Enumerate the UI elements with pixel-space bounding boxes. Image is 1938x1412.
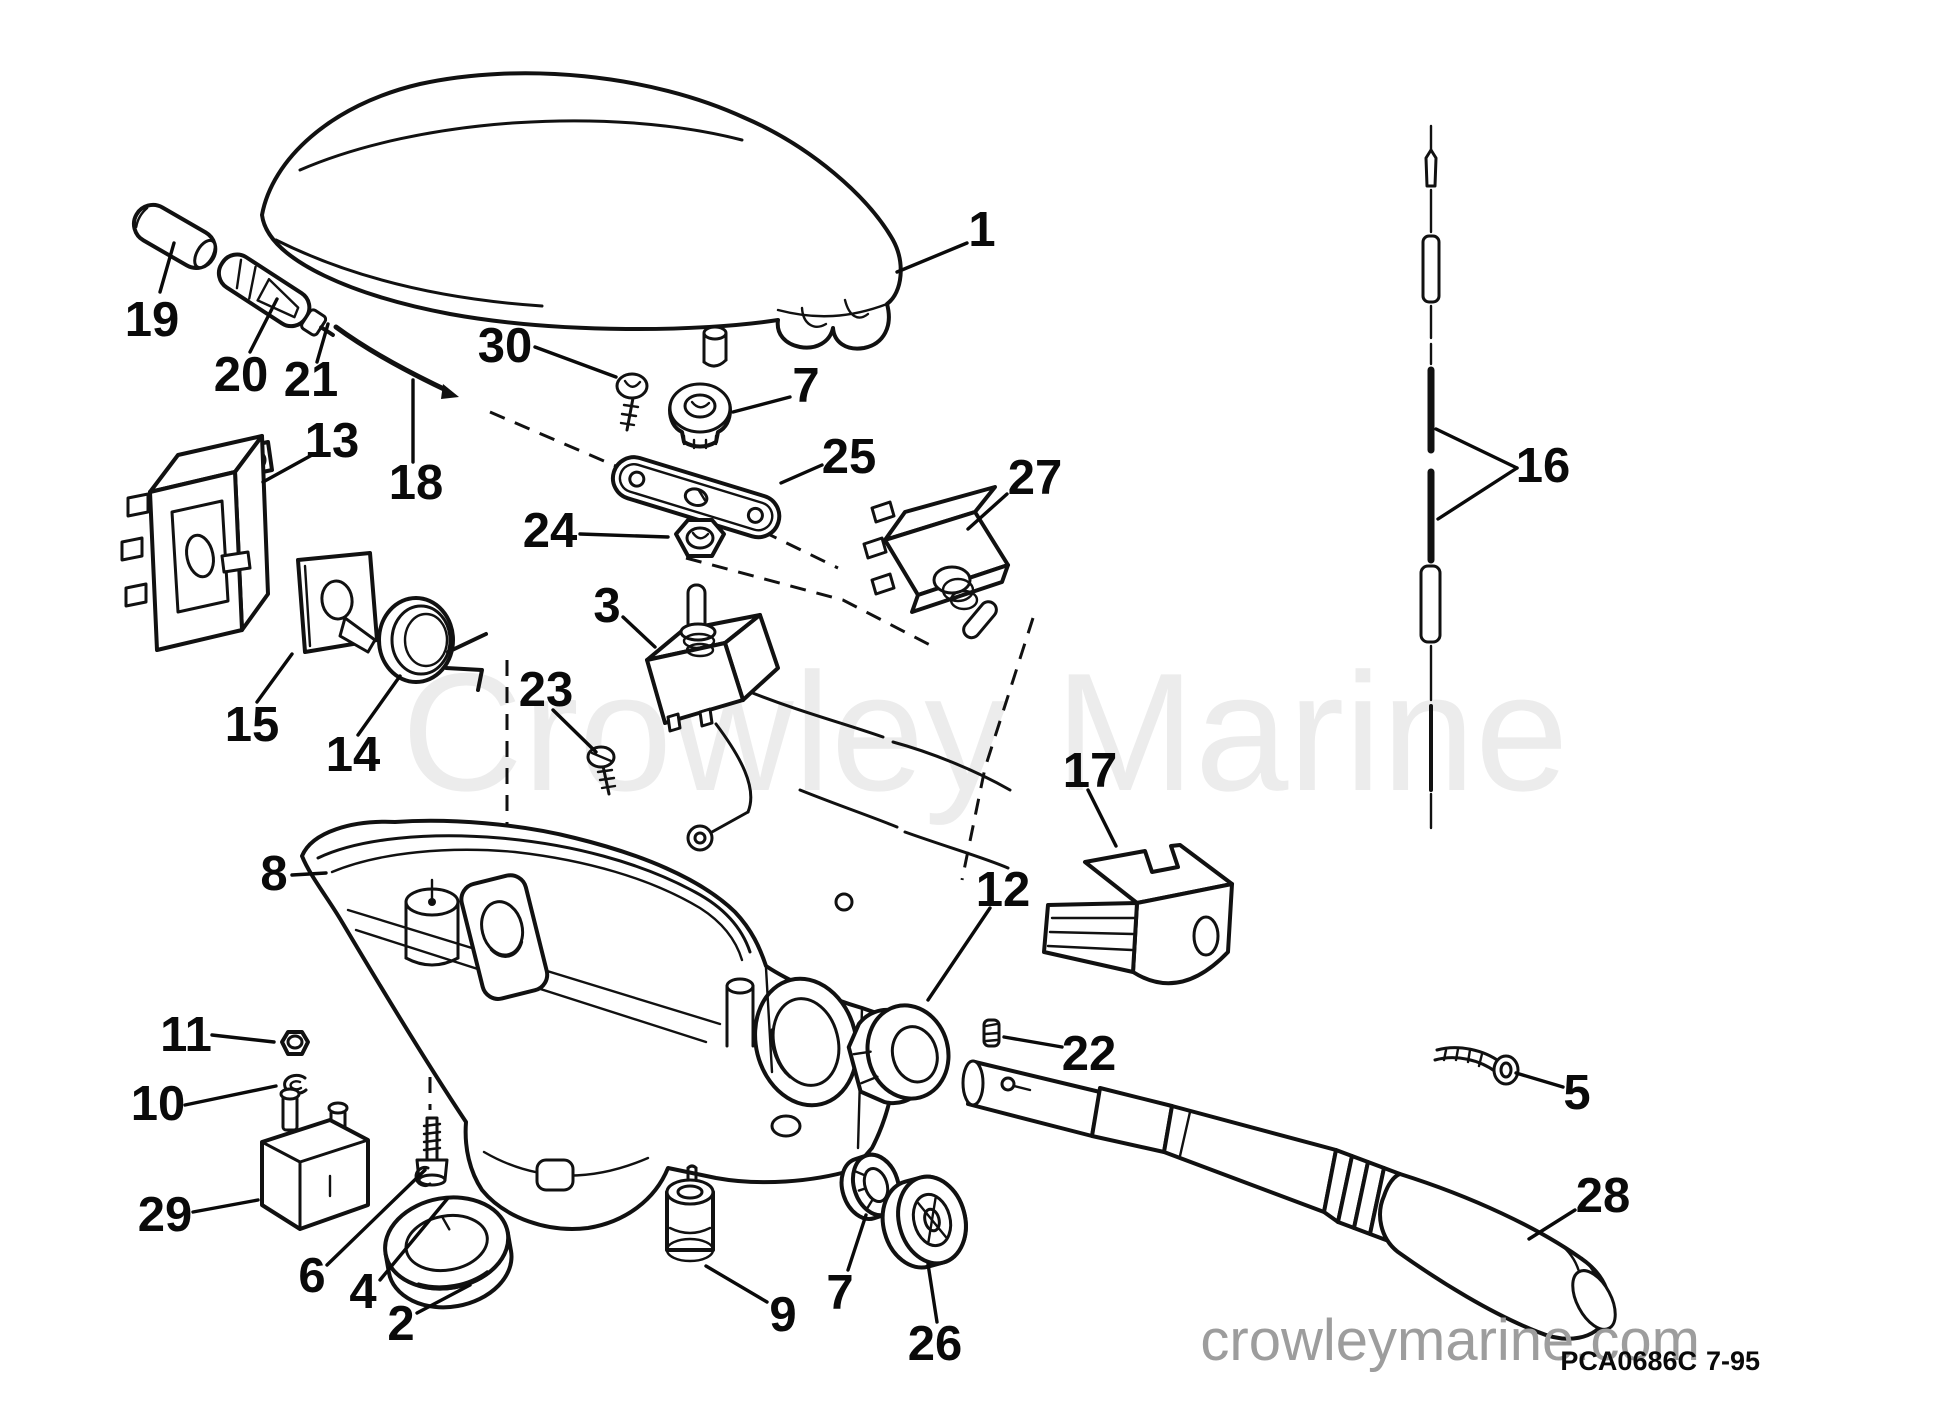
callout-15-leader [255,652,294,704]
part-9-bushing-drawing [665,1164,715,1263]
part-7-bottom-bearing-drawing [839,1152,902,1221]
callout-5-leader [1514,1071,1565,1089]
part-16-cable-drawing [1419,124,1442,830]
part-27-switch-drawing [862,485,1010,640]
callout-5-label: 5 [1563,1066,1590,1120]
callout-30-label: 30 [478,319,533,373]
callout-18-label: 18 [389,456,444,510]
part-13-breaker-drawing [120,434,274,652]
part-25-plate-drawing [610,455,782,540]
callout-7-bottom-label: 7 [826,1266,853,1320]
part-11-nut-drawing [280,1030,310,1056]
doc-code-text: PCA0686C [1560,1346,1697,1376]
callout-11-leader [210,1033,276,1044]
callout-24-leader [578,532,670,539]
part-29-block-drawing [260,1087,370,1231]
watermark-center-text: Crowley Marine [402,638,1569,826]
callout-8-label: 8 [260,847,287,901]
callout-10-label: 10 [131,1077,186,1131]
callout-26-label: 26 [908,1317,963,1371]
callout-13-leader [261,453,314,484]
callout-22-leader [1002,1035,1064,1049]
callout-23-leader [551,708,598,754]
part-20-21-tool-drawing [216,252,335,337]
callout-7-bottom-leader [846,1213,868,1272]
callout-2-leader [415,1283,472,1315]
callout-6-label: 6 [298,1249,325,1303]
callout-29-label: 29 [138,1188,193,1242]
callout-20-label: 20 [214,348,269,402]
callout-4-label: 4 [349,1265,376,1319]
callout-28-label: 28 [1576,1169,1631,1223]
part-5-cable-tie-drawing [1433,1046,1520,1086]
housing-center-lug-icon [459,873,550,1001]
callout-11-label: 11 [160,1008,212,1062]
part-28-shaft-drawing [961,1059,1617,1341]
callout-21-leader [315,322,330,364]
part-8-housing-drawing [300,818,900,1231]
callout-3-label: 3 [593,579,620,633]
part-12-clamp-drawing [846,1003,951,1106]
callout-26-leader [926,1262,939,1324]
callout-9-label: 9 [769,1288,796,1342]
callout-16-leader [1434,427,1519,470]
callout-29-leader [191,1198,260,1214]
callout-21-label: 21 [284,353,339,407]
callout-16-leader-1 [1436,466,1519,521]
callout-3-leader [621,615,657,649]
part-7-top-grommet-drawing [668,382,732,450]
part-19-sleeve-drawing [131,202,218,270]
callout-12-label: 12 [976,863,1031,917]
part-6-screw-drawing [415,1116,449,1187]
callout-24-label: 24 [523,504,578,558]
callout-10-leader [183,1084,278,1107]
callout-25-leader [779,463,824,485]
housing-post-left-icon [404,878,460,967]
callout-15-label: 15 [225,698,280,752]
watermark-site-text: crowleymarine.com [1200,1308,1700,1373]
callout-17-leader [1086,788,1118,848]
cover-peg-icon [702,325,728,368]
callout-1-leader [895,241,969,274]
callout-25-label: 25 [822,430,877,484]
callout-28-leader [1527,1208,1577,1241]
callout-4-leader [378,1196,450,1282]
part-2-ring-drawing [383,1195,514,1310]
part-1-cover-drawing [260,71,903,368]
callout-27-leader [966,492,1009,531]
doc-rev-text: 7-95 [1706,1346,1760,1376]
part-30-screw-drawing [615,372,649,432]
callout-17-label: 17 [1063,744,1118,798]
part-22-setscrew-drawing [982,1018,1001,1048]
part-14-spring-drawing [377,596,488,692]
callout-19-label: 19 [125,293,180,347]
part-18-cable-drawing [333,324,459,399]
callout-22-label: 22 [1062,1027,1117,1081]
callout-6-leader [325,1168,427,1267]
callout-14-leader [356,674,402,737]
callout-7-top-label: 7 [792,359,819,413]
callout-8-leader [290,871,328,877]
part-3-switch-drawing [645,583,1012,870]
callout-30-leader [533,345,618,379]
callout-13-label: 13 [305,414,360,468]
callout-7-top-leader [731,395,792,414]
callout-9-leader [704,1264,769,1304]
callout-23-label: 23 [519,663,574,717]
callout-16-label: 16 [1516,439,1571,493]
part-17-clip-drawing [1042,843,1234,986]
part-15-bracket-drawing [296,551,379,654]
callout-20-leader [248,297,279,354]
callout-14-label: 14 [326,728,381,782]
callout-12-leader [926,906,992,1002]
callout-1-label: 1 [968,203,995,257]
part-24-nut-drawing [674,518,726,558]
callout-2-label: 2 [387,1297,414,1351]
callout-27-label: 27 [1008,451,1063,505]
callout-19-leader [158,241,176,294]
